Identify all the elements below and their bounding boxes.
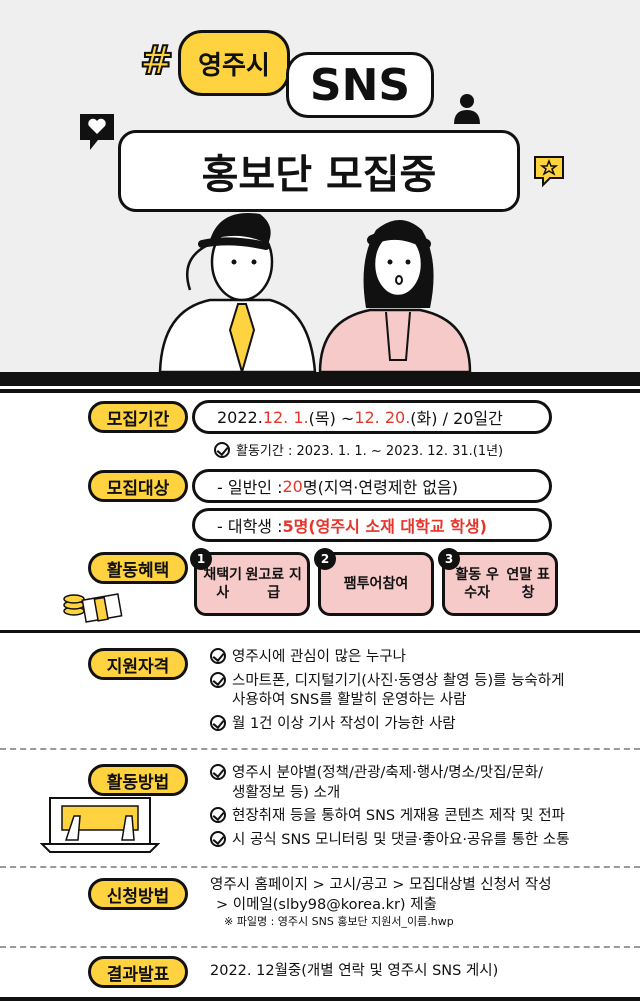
check-icon: [210, 807, 226, 824]
apply-text: 영주시 홈페이지 > 고시/공고 > 모집대상별 신청서 작성 > 이메일(sl…: [210, 876, 552, 930]
period-end: 12. 20.: [354, 407, 411, 427]
money-icon: [63, 593, 123, 623]
star-bubble-icon: [534, 156, 564, 188]
qualification-item-cont: 사용하여 SNS를 활발히 운영하는 사람: [232, 692, 467, 709]
dashed-divider: [0, 946, 640, 948]
result-text: 2022. 12월중(개별 연락 및 영주시 SNS 게시): [210, 963, 499, 979]
section-divider: [0, 630, 640, 633]
hash-icon: #: [139, 37, 174, 85]
apply-line1: 영주시 홈페이지 > 고시/공고 > 모집대상별 신청서 작성: [210, 877, 552, 893]
qualification-list: 영주시에 관심이 많은 누구나 스마트폰, 디지털기기(사진·동영상 촬영 등)…: [210, 648, 564, 734]
label-method: 활동방법: [88, 764, 188, 796]
qualification-item: 스마트폰, 디지털기기(사진·동영상 촬영 등)를 능숙하게: [232, 672, 565, 689]
divider-band-thin: [0, 389, 640, 393]
divider-gap: [0, 386, 640, 389]
method-item: 영주시 분야별(정책/관광/축제·행사/명소/맛집/문화/: [232, 765, 543, 781]
period-post: (화) / 20일간: [410, 409, 503, 428]
benefit-3-number: 3: [438, 548, 460, 570]
label-recruit-target: 모집대상: [88, 470, 188, 502]
benefit-1-line2: 원고료 지급: [245, 566, 302, 601]
label-recruit-period: 모집기간: [88, 401, 188, 433]
check-icon: [210, 764, 226, 780]
method-list: 영주시 분야별(정책/관광/축제·행사/명소/맛집/문화/ 생활정보 등) 소개…: [210, 764, 570, 850]
sns-badge: SNS: [286, 52, 434, 118]
qualification-item: 영주시에 관심이 많은 누구나: [232, 649, 406, 665]
benefit-2-line1: 팸투어: [343, 575, 383, 592]
qualification-item: 월 1건 이상 기사 작성이 가능한 사람: [232, 715, 456, 732]
city-badge: 영주시: [178, 30, 290, 96]
method-item-cont: 생활정보 등) 소개: [232, 784, 341, 801]
check-icon: [214, 442, 230, 458]
benefit-2-line2: 참여: [382, 575, 409, 592]
target-general-box: - 일반인 : 20 명(지역·연령제한 없음): [192, 469, 552, 503]
label-apply: 신청방법: [88, 878, 188, 910]
general-pre: - 일반인 :: [217, 478, 283, 497]
page-title: 홍보단 모집중: [118, 130, 520, 212]
laptop-icon: [40, 797, 160, 853]
general-post: 명(지역·연령제한 없음): [302, 478, 458, 497]
benefit-3-line2: 연말 표창: [506, 566, 550, 601]
period-start: 12. 1.: [262, 407, 309, 427]
dashed-divider: [0, 748, 640, 750]
benefit-1-line1: 채택기사: [203, 566, 243, 601]
benefit-1-number: 1: [190, 548, 212, 570]
label-benefits: 활동혜택: [88, 552, 188, 584]
benefit-3-line1: 활동 우수자: [455, 566, 499, 601]
general-num: 20: [282, 476, 303, 496]
dashed-divider: [0, 866, 640, 868]
activity-period: 활동기간 : 2023. 1. 1. ~ 2023. 12. 31.(1년): [214, 440, 503, 459]
label-result: 결과발표: [88, 956, 188, 988]
method-item: 시 공식 SNS 모니터링 및 댓글·좋아요·공유를 통한 소통: [232, 831, 570, 848]
check-icon: [210, 648, 226, 664]
apply-note: ※ 파일명 : 영주시 SNS 홍보단 지원서_이름.hwp: [224, 915, 454, 929]
heart-bubble-icon: [80, 114, 114, 150]
people-illustration: [158, 213, 472, 372]
check-icon: [210, 830, 226, 847]
student-pre: - 대학생 :: [217, 517, 283, 536]
method-item: 현장취재 등을 통하여 SNS 게재용 콘텐츠 제작 및 전파: [232, 808, 565, 825]
divider-band: [0, 372, 640, 386]
bottom-border: [0, 997, 640, 1001]
target-student-box: - 대학생 : 5명(영주시 소재 대학교 학생): [192, 508, 552, 542]
benefit-2-number: 2: [314, 548, 336, 570]
student-red: 5명(영주시 소재 대학교 학생): [282, 517, 487, 536]
recruit-period-box: 2022. 12. 1. (목) ~ 12. 20. (화) / 20일간: [192, 400, 552, 434]
activity-period-text: 활동기간 : 2023. 1. 1. ~ 2023. 12. 31.(1년): [236, 444, 504, 459]
person-icon: [454, 94, 480, 124]
label-qualification: 지원자격: [88, 648, 188, 680]
apply-line2: > 이메일(slby98@korea.kr) 제출: [216, 896, 437, 913]
period-mid: (목) ~: [308, 409, 355, 428]
check-icon: [210, 714, 226, 731]
period-year: 2022.: [217, 407, 263, 427]
check-icon: [210, 671, 226, 688]
